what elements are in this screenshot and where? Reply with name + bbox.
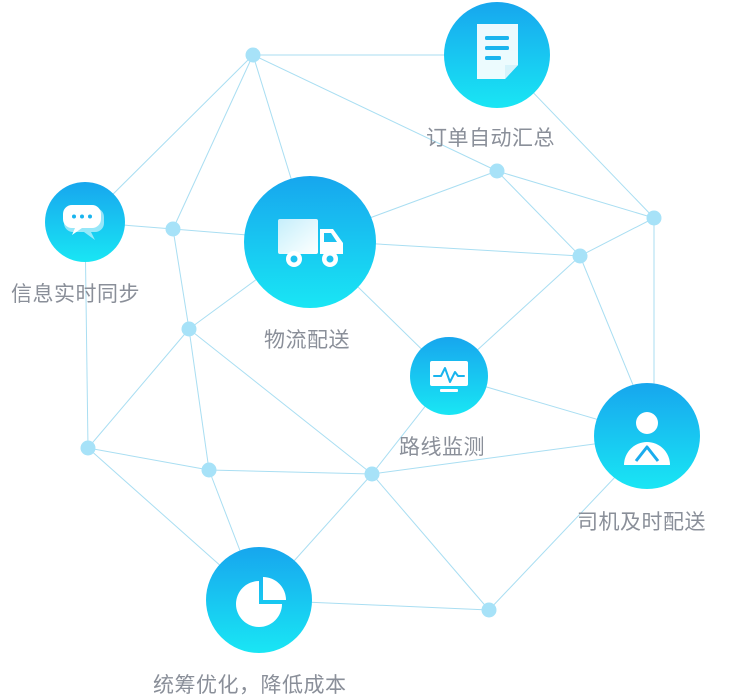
junction-dots — [80, 47, 662, 618]
info-label: 信息实时同步 — [11, 282, 140, 306]
junction-dot — [572, 248, 588, 264]
order-node — [444, 2, 550, 108]
plan-label: 统筹优化，降低成本 — [153, 673, 347, 697]
junction-dot — [201, 462, 217, 478]
monitor-icon — [430, 361, 468, 392]
route-node — [410, 337, 488, 415]
order-label: 订单自动汇总 — [426, 126, 555, 150]
junction-dot — [489, 163, 505, 179]
document-icon — [477, 24, 518, 79]
driver-node — [594, 383, 700, 489]
truck-icon — [278, 219, 343, 267]
junction-dot — [481, 602, 497, 618]
driver-label: 司机及时配送 — [577, 510, 706, 534]
info-node — [45, 182, 125, 262]
route-label: 路线监测 — [399, 435, 485, 459]
logistics-node — [244, 176, 376, 308]
junction-dot — [165, 221, 181, 237]
driver-icon — [624, 412, 670, 465]
junction-dot — [646, 210, 662, 226]
pie-chart-icon — [236, 577, 286, 627]
chat-icon — [63, 205, 104, 240]
junction-dot — [364, 466, 380, 482]
logistics-label: 物流配送 — [264, 328, 350, 352]
junction-dot — [80, 440, 96, 456]
junction-dot — [245, 47, 261, 63]
plan-node — [206, 547, 312, 653]
junction-dot — [181, 321, 197, 337]
connection-lines — [84, 54, 655, 611]
